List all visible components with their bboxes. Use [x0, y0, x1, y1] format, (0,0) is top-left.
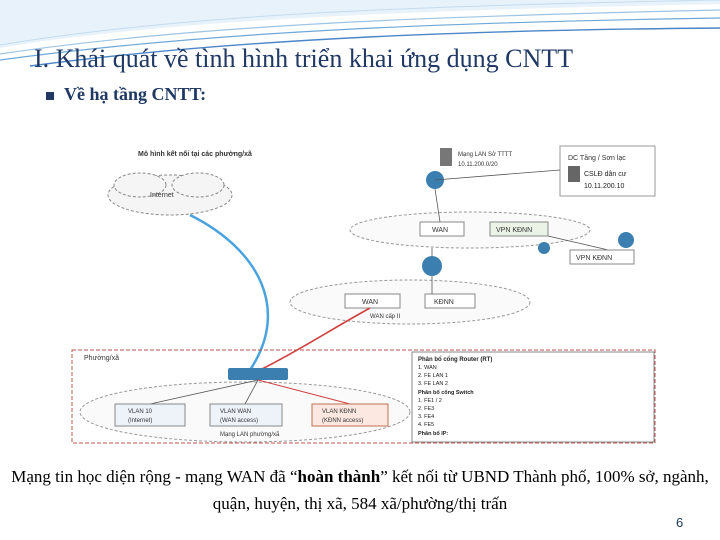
legend-line: Phân bổ cổng Switch	[418, 389, 474, 396]
lan2-label: VLAN WAN	[220, 409, 251, 415]
dc-label: DC Tầng / Sơn lạc	[568, 153, 626, 162]
lan2-sub: (WAN access)	[220, 418, 258, 424]
internet-label: Internet	[150, 192, 174, 199]
legend-lines: 1. WAN 2. FE LAN 1 3. FE LAN 2 Phân bổ c…	[418, 365, 474, 437]
diagram-heading: Mô hình kết nối tại các phường/xã	[138, 150, 252, 158]
router-icon	[538, 242, 550, 254]
wan-cap2-label: WAN cấp II	[370, 314, 400, 320]
server-icon	[568, 166, 580, 182]
legend-line: 3. FE4	[418, 414, 434, 420]
ward-label: Phường/xã	[84, 355, 119, 362]
page-number: 6	[676, 515, 684, 530]
kdnn-mid-label: KĐNN	[434, 299, 454, 306]
legend-line: 4. FE5	[418, 422, 434, 428]
legend-line: 1. FE1 / 2	[418, 398, 442, 404]
legend-line: 1. WAN	[418, 365, 437, 371]
lan-city-label: Mạng LAN Sở TTTT	[458, 151, 513, 158]
legend-line: 2. FE3	[418, 406, 434, 412]
legend-line: Phân bổ IP:	[418, 430, 448, 437]
header-swoosh-decoration	[0, 0, 720, 67]
csld-label: CSLĐ dân cư	[584, 171, 627, 178]
switch-icon	[228, 368, 288, 380]
caption-text-after: ” kết nối từ UBND Thành phố, 100% sở, ng…	[212, 467, 709, 513]
slide-caption: Mạng tin học diện rộng - mạng WAN đã “ho…	[10, 463, 710, 517]
lan3-sub: (KĐNN access)	[322, 418, 363, 424]
ward-lan-label: Mạng LAN phường/xã	[220, 432, 280, 438]
lan-city-ip: 10.11.200.0/20	[458, 162, 498, 168]
internet-cloud-icon	[107, 172, 233, 216]
legend-title: Phân bổ cổng Router (RT)	[418, 356, 492, 363]
bullet-item: Về hạ tầng CNTT:	[46, 84, 206, 105]
caption-bold-text: hoàn thành	[297, 467, 381, 486]
network-diagram: Mô hình kết nối tại các phường/xã Intern…	[70, 140, 660, 445]
wan-mid-label: WAN	[362, 299, 378, 306]
router-icon	[422, 256, 442, 276]
legend-line: 2. FE LAN 1	[418, 373, 448, 379]
slide-title: I. Khái quát về tình hình triển khai ứng…	[34, 44, 574, 73]
vpn-right-label: VPN KĐNN	[576, 255, 612, 262]
csld-ip: 10.11.200.10	[584, 183, 624, 190]
lan1-sub: (Internet)	[128, 418, 152, 424]
server-rack-icon	[440, 148, 452, 166]
square-bullet-icon	[46, 91, 54, 100]
vpn-top-label: VPN KĐNN	[496, 227, 532, 234]
lan1-label: VLAN 10	[128, 409, 153, 415]
router-icon	[618, 232, 634, 248]
lan3-label: VLAN KĐNN	[322, 409, 356, 415]
bullet-text: Về hạ tầng CNTT:	[64, 84, 207, 104]
caption-text-before: Mạng tin học diện rộng - mạng WAN đã “	[11, 467, 298, 486]
wan-top-label: WAN	[432, 227, 448, 234]
legend-line: 3. FE LAN 2	[418, 381, 448, 387]
